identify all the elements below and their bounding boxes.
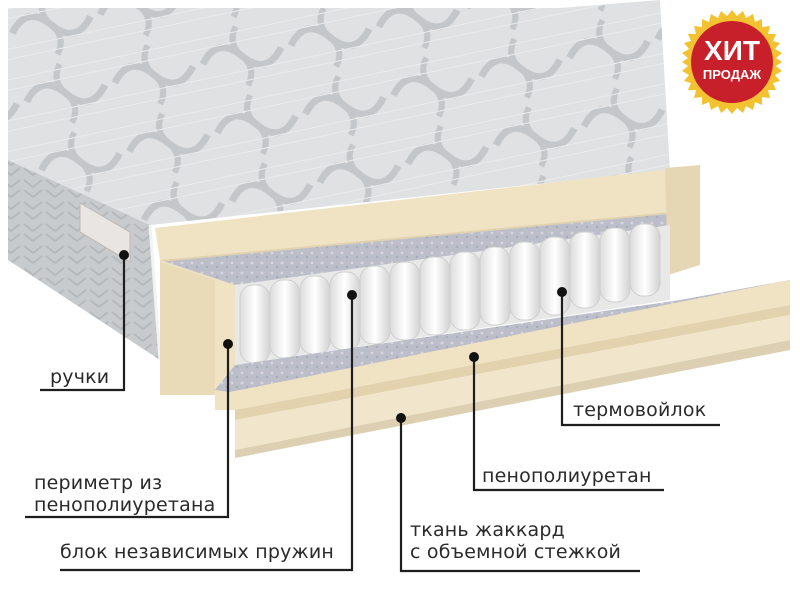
leader-dots (119, 250, 567, 423)
bottom-fabric-layer (235, 315, 790, 450)
top-felt-layer (160, 212, 690, 285)
label-fabric-line2: с объемной стежкой (410, 541, 622, 563)
leader-felt (560, 292, 720, 427)
bestseller-badge: ХИТ ПРОДАЖ (680, 10, 784, 114)
label-perimeter-line2: пенополиуретана (34, 494, 216, 516)
mattress-side-cover (8, 160, 160, 360)
handle-strap (79, 202, 131, 263)
mattress-top-cover (8, 0, 670, 225)
leader-springs (60, 295, 354, 572)
leader-fabric (399, 418, 640, 573)
bottom-foam-layer (215, 280, 790, 410)
label-felt: термовойлок (573, 399, 707, 421)
leader-foam (472, 357, 664, 492)
label-fabric-line1: ткань жаккард (410, 519, 565, 541)
label-perimeter-line1: периметр из (34, 472, 163, 494)
badge-seal-icon (682, 10, 782, 114)
leader-handles (40, 255, 126, 392)
top-foam-layer (155, 168, 690, 260)
badge-line2: ПРОДАЖ (702, 67, 762, 82)
label-handles: ручки (50, 366, 110, 388)
leader-perimeter (25, 344, 230, 519)
leader-lines (25, 255, 720, 573)
badge-line1: ХИТ (704, 35, 760, 66)
label-foam: пенополиуретан (482, 465, 652, 487)
label-spring-block: блок независимых пружин (60, 541, 335, 563)
